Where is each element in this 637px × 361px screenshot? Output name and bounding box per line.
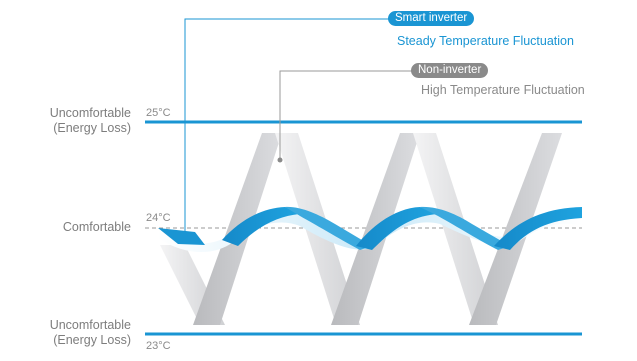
lower-zone-label-line2: (Energy Loss)	[53, 333, 131, 347]
non-inverter-tag: Non-inverter	[411, 63, 489, 78]
upper-zone-label-line2: (Energy Loss)	[53, 121, 131, 135]
lower-zone-label: Uncomfortable (Energy Loss)	[50, 318, 131, 348]
smart-inverter-tag: Smart inverter	[388, 11, 475, 26]
smart-callout-line	[184, 18, 390, 236]
temp-23-label: 23°C	[146, 340, 171, 352]
wave-segment	[285, 206, 372, 250]
wave-segment	[420, 206, 510, 250]
smart-inverter-description: Steady Temperature Fluctuation	[397, 34, 574, 48]
temp-24-label: 24°C	[146, 212, 171, 224]
non-inverter-ribbon	[160, 133, 562, 325]
wave-segment	[158, 228, 205, 245]
smart-inverter-wave	[158, 206, 582, 253]
smart-callout-dot	[182, 233, 188, 239]
non-inverter-callout-dot	[277, 157, 283, 163]
non-inverter-callout-line	[279, 70, 412, 160]
upper-zone-label: Uncomfortable (Energy Loss)	[50, 106, 131, 136]
wave-segment	[222, 207, 300, 246]
non-inverter-description: High Temperature Fluctuation	[421, 83, 585, 97]
upper-zone-label-line1: Uncomfortable	[49, 106, 131, 120]
wave-segment	[494, 207, 582, 250]
wave-segment	[356, 207, 438, 250]
comfortable-zone-label: Comfortable	[62, 220, 131, 234]
temp-25-label: 25°C	[146, 107, 171, 119]
lower-zone-label-line1: Uncomfortable	[49, 318, 131, 332]
